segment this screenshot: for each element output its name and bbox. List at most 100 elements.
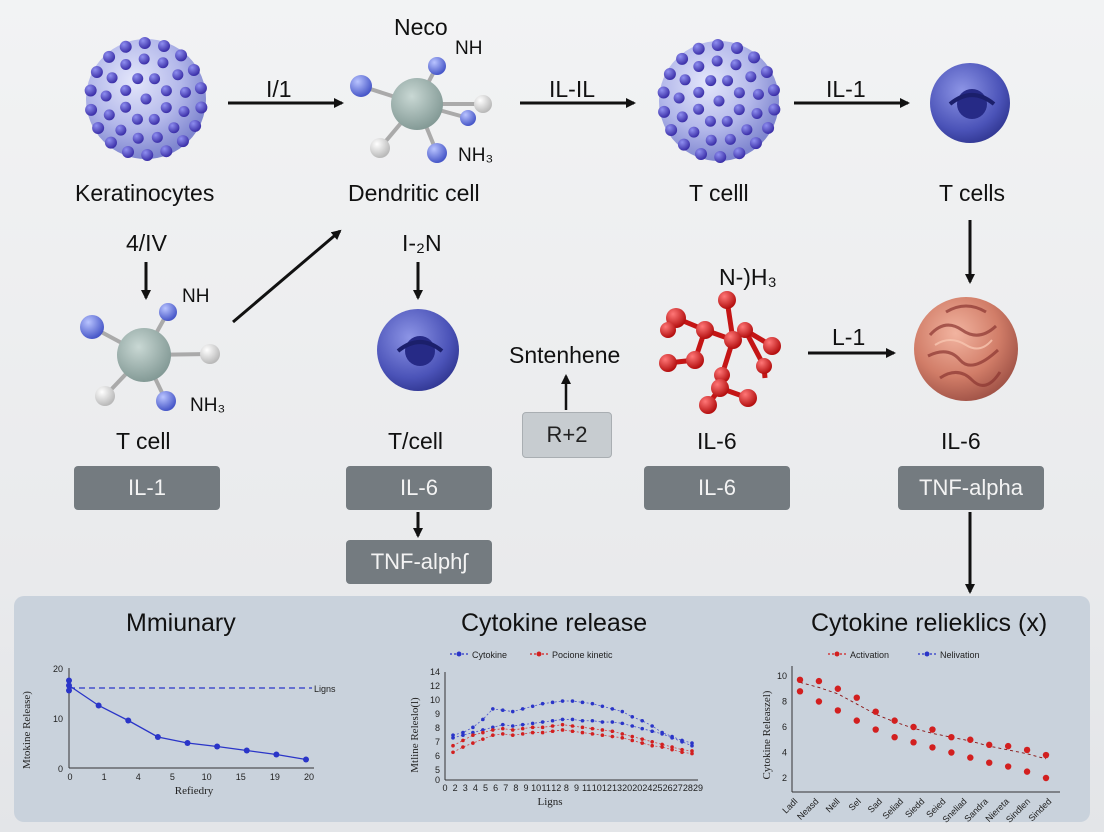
chart3-point [815,677,823,685]
virus-dot [160,102,172,114]
virus-dot [748,51,761,64]
chart2-x-tick: 8 [564,783,569,793]
chart2-point [520,732,525,736]
virus-dot [657,86,670,99]
virus-dot [693,86,705,98]
t-cell-virus-icon [657,39,781,163]
chart1-point [66,677,72,684]
chart2-point [461,745,465,749]
chart3-legend-nelivation: Nelivation [940,650,980,660]
chart2-point [600,720,605,724]
il6-box-2: IL-6 [644,466,790,510]
chart2-point [570,699,575,703]
virus-dot [714,150,727,163]
chart2-x-tick: 9 [574,783,579,793]
chart3-x-tick: Neasd [795,796,820,821]
nh3-top-label: NH₃ [458,145,494,166]
chart3-point [986,741,993,749]
chart2-x-tick: 13 [612,783,622,793]
virus-dot [733,147,746,160]
chart2-point [600,733,605,737]
chart3-point [1042,774,1050,782]
virus-dot [767,84,780,97]
chart3-point [815,698,823,705]
virus-dot [120,101,132,113]
chart2-point [580,700,585,705]
virus-dot [104,136,117,149]
chart2-point [660,745,664,749]
chart3-point [853,694,860,701]
virus-dot [189,119,202,132]
sntenhene-label: Sntenhene [509,342,621,368]
virus-dot [731,41,744,54]
r2-box: R+2 [522,412,612,458]
t-cells-label: T cells [939,180,1006,206]
dendritic-molecule-icon [350,57,492,163]
chart3-legend-activation: Activation [850,650,889,660]
chart2-point [570,729,575,734]
chart2-point [610,720,615,724]
virus-dot [131,113,143,125]
chart1-x-tick: 0 [67,772,72,782]
chart2-point [580,718,585,723]
virus-dot [90,66,103,79]
virus-dot [713,95,725,107]
chart2-series-line [452,700,693,744]
chart2-point [620,736,625,740]
chart2-point [560,722,565,727]
chart2-point [481,717,485,722]
chart3-point [1004,763,1012,770]
chart2-point [510,724,515,728]
chart2-point [580,725,585,730]
chart2-point [550,729,555,734]
chart2-point [510,733,515,737]
chart1-x-tick: 1 [102,772,107,782]
chart2-point [570,717,575,722]
arrow-label-il-il: IL-IL [549,76,596,102]
arrow-label-l1: L-1 [832,324,866,350]
chart2-point [560,699,565,703]
chart2-point [520,722,525,727]
chart2-point [520,726,525,731]
virus-dot [132,132,144,144]
chart2-point [650,739,654,744]
chart3-point [967,736,974,743]
chart2-point [481,730,485,735]
chart3-y-tick: 6 [782,722,787,732]
chart2-point [471,733,475,737]
chart2-x-tick: 2 [453,783,458,793]
il6-box: IL-6 [346,466,492,510]
il6-right-label: IL-6 [941,428,981,454]
virus-dot [92,122,105,135]
chart3-point [796,688,804,695]
virus-dot [103,50,116,63]
chart1-point [243,747,250,754]
chart2-point [540,701,545,706]
chart2-point [560,717,565,722]
arrow-diagonal-up [232,229,342,324]
virus-dot [175,49,188,62]
chart2-point [451,750,455,755]
chart2-point [610,707,615,711]
virus-dot [148,113,160,125]
neco-label: Neco [394,14,448,40]
chart2-point [510,709,515,714]
chart3-point [872,708,879,715]
chart2-x-tick: 4 [473,783,478,793]
chart3-x-tick: Sinded [1027,796,1054,823]
arrow-label-i1: I/1 [266,76,292,102]
chart2-point [550,700,555,705]
chart3-point [872,726,879,733]
chart3-legend-marker-nelivation [924,651,930,657]
chart2-point [451,733,455,737]
chart2-point [471,730,475,735]
keratinocyte-virus-icon [84,37,208,161]
chart3-point [910,723,917,731]
virus-dot [100,90,112,102]
chart2-point [491,725,495,730]
chart3-point [1004,742,1012,750]
chart2-point [461,730,465,735]
keratinocytes-label: Keratinocytes [75,180,215,206]
virus-dot [176,135,189,148]
chart3-point [1042,751,1050,759]
